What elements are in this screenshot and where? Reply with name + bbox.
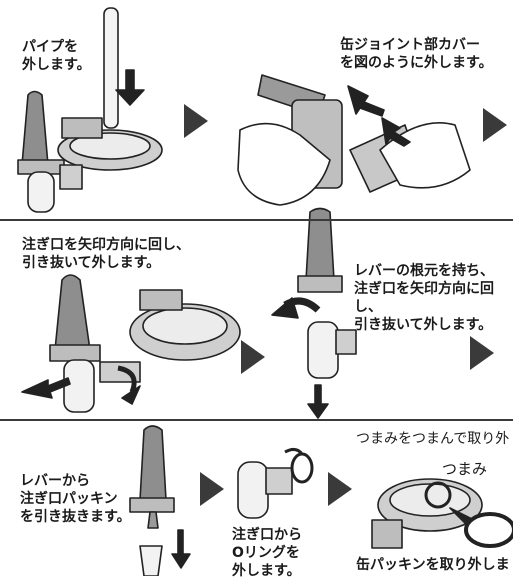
lever-packing-illustration <box>129 425 191 576</box>
lever-spout-illustration <box>271 207 357 419</box>
step-remove-knob-caption: つまみをつまんで取り外 <box>356 431 510 447</box>
tap-with-pipe-illustration <box>17 7 163 213</box>
step-remove-cover-caption: 缶ジョイント部カバー を図のように外します。 <box>340 37 493 71</box>
step-remove-pipe-caption: パイプを 外します。 <box>22 39 91 73</box>
spout-oring-illustration <box>237 447 314 519</box>
remove-cover-illustration <box>237 74 471 206</box>
row-divider-1 <box>0 219 513 221</box>
next-step-arrow <box>328 472 352 506</box>
step-remove-can-packing-caption: 缶パッキンを取り外しま <box>356 557 510 573</box>
next-step-arrow <box>184 104 208 138</box>
next-step-arrow <box>200 472 224 506</box>
next-step-arrow <box>470 336 494 370</box>
step-rotate-spout-caption: 注ぎ口を矢印方向に回し、 引き抜いて外します。 <box>22 237 190 271</box>
spout-rotate-illustration <box>21 274 241 413</box>
step-hold-lever-caption: レバーの根元を持ち、 注ぎ口を矢印方向に回し、 引き抜いて外します。 <box>354 263 494 333</box>
knob-label: つまみ <box>442 460 488 478</box>
step-remove-spout-packing-caption: レバーから 注ぎ口パッキン を引き抜きます。 <box>20 473 131 525</box>
row-divider-2 <box>0 419 513 421</box>
next-step-arrow <box>483 108 507 142</box>
next-step-arrow <box>241 340 265 374</box>
can-packing-illustration <box>371 478 513 549</box>
step-remove-oring-caption: 注ぎ口から Oリングを 外します。 <box>232 527 302 579</box>
